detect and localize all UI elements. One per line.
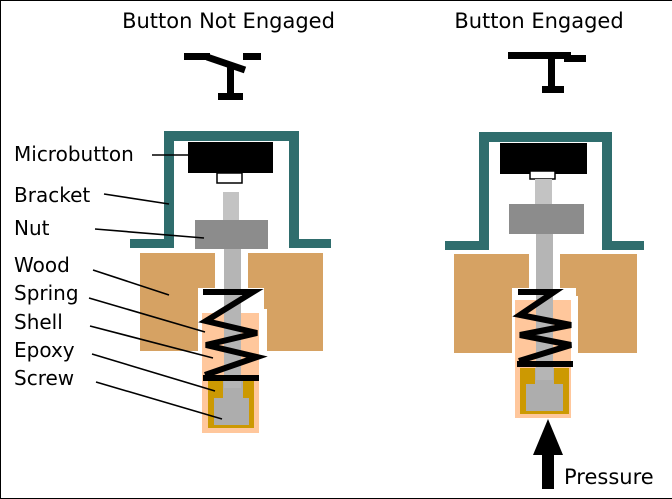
- diagram-engaged: [445, 52, 644, 489]
- pressure-arrow-head: [533, 419, 563, 455]
- spring: [198, 289, 268, 378]
- bracket: [130, 131, 331, 248]
- microbutton: [500, 143, 587, 174]
- bracket-right-flange: [289, 239, 331, 248]
- rod-upper: [223, 192, 239, 221]
- leader-nut: [94, 228, 205, 239]
- leader-bracket: [103, 193, 170, 205]
- switch-pole: [227, 63, 234, 96]
- switch-lever-open: [205, 53, 247, 74]
- bracket-left-leg: [479, 132, 489, 250]
- screw-body: [214, 398, 249, 425]
- pressure-arrow-icon: [533, 419, 563, 489]
- switch-closed-icon: [508, 52, 586, 93]
- bracket-right-flange: [602, 241, 644, 250]
- label-epoxy: Epoxy: [14, 338, 75, 362]
- microbutton: [188, 142, 273, 173]
- bracket-left-leg: [164, 131, 174, 248]
- switch-foot: [218, 93, 243, 100]
- switch-contact-right: [243, 53, 261, 60]
- label-screw: Screw: [14, 366, 75, 390]
- leader-epoxy: [91, 353, 216, 392]
- bracket: [445, 132, 644, 250]
- bracket-top: [479, 132, 612, 142]
- label-wood: Wood: [14, 253, 70, 277]
- bracket-left-flange: [130, 239, 174, 248]
- label-pressure: Pressure: [564, 465, 654, 489]
- leader-spring: [88, 297, 206, 333]
- nut: [509, 204, 584, 234]
- label-shell: Shell: [14, 310, 63, 334]
- screw-body: [526, 384, 563, 411]
- microbutton-plunger: [529, 170, 556, 180]
- leader-lines: [88, 154, 223, 420]
- switch-foot: [542, 86, 564, 93]
- title-engaged: Button Engaged: [454, 9, 624, 33]
- bracket-right-leg: [602, 132, 612, 250]
- label-bracket: Bracket: [14, 183, 91, 207]
- title-not-engaged: Button Not Engaged: [122, 9, 335, 33]
- label-spring: Spring: [14, 281, 79, 305]
- nut: [195, 220, 268, 249]
- switch-open-icon: [184, 53, 261, 100]
- leader-screw: [95, 381, 223, 420]
- switch-contact-right: [564, 55, 586, 62]
- pressure-arrow-shaft: [542, 454, 554, 489]
- leader-wood: [92, 269, 170, 296]
- label-nut: Nut: [14, 216, 50, 240]
- switch-lever-closed: [508, 52, 571, 59]
- label-microbutton: Microbutton: [14, 142, 134, 166]
- switch-contact-left: [184, 53, 210, 60]
- bracket-left-flange: [445, 241, 489, 250]
- microbutton-plunger: [216, 172, 243, 184]
- diagram-not-engaged: [130, 53, 331, 437]
- leader-shell: [89, 325, 214, 359]
- rod-upper: [535, 179, 552, 205]
- spring: [512, 289, 572, 364]
- switch-pole: [548, 58, 555, 88]
- bracket-top: [164, 131, 299, 141]
- bracket-right-leg: [289, 131, 299, 248]
